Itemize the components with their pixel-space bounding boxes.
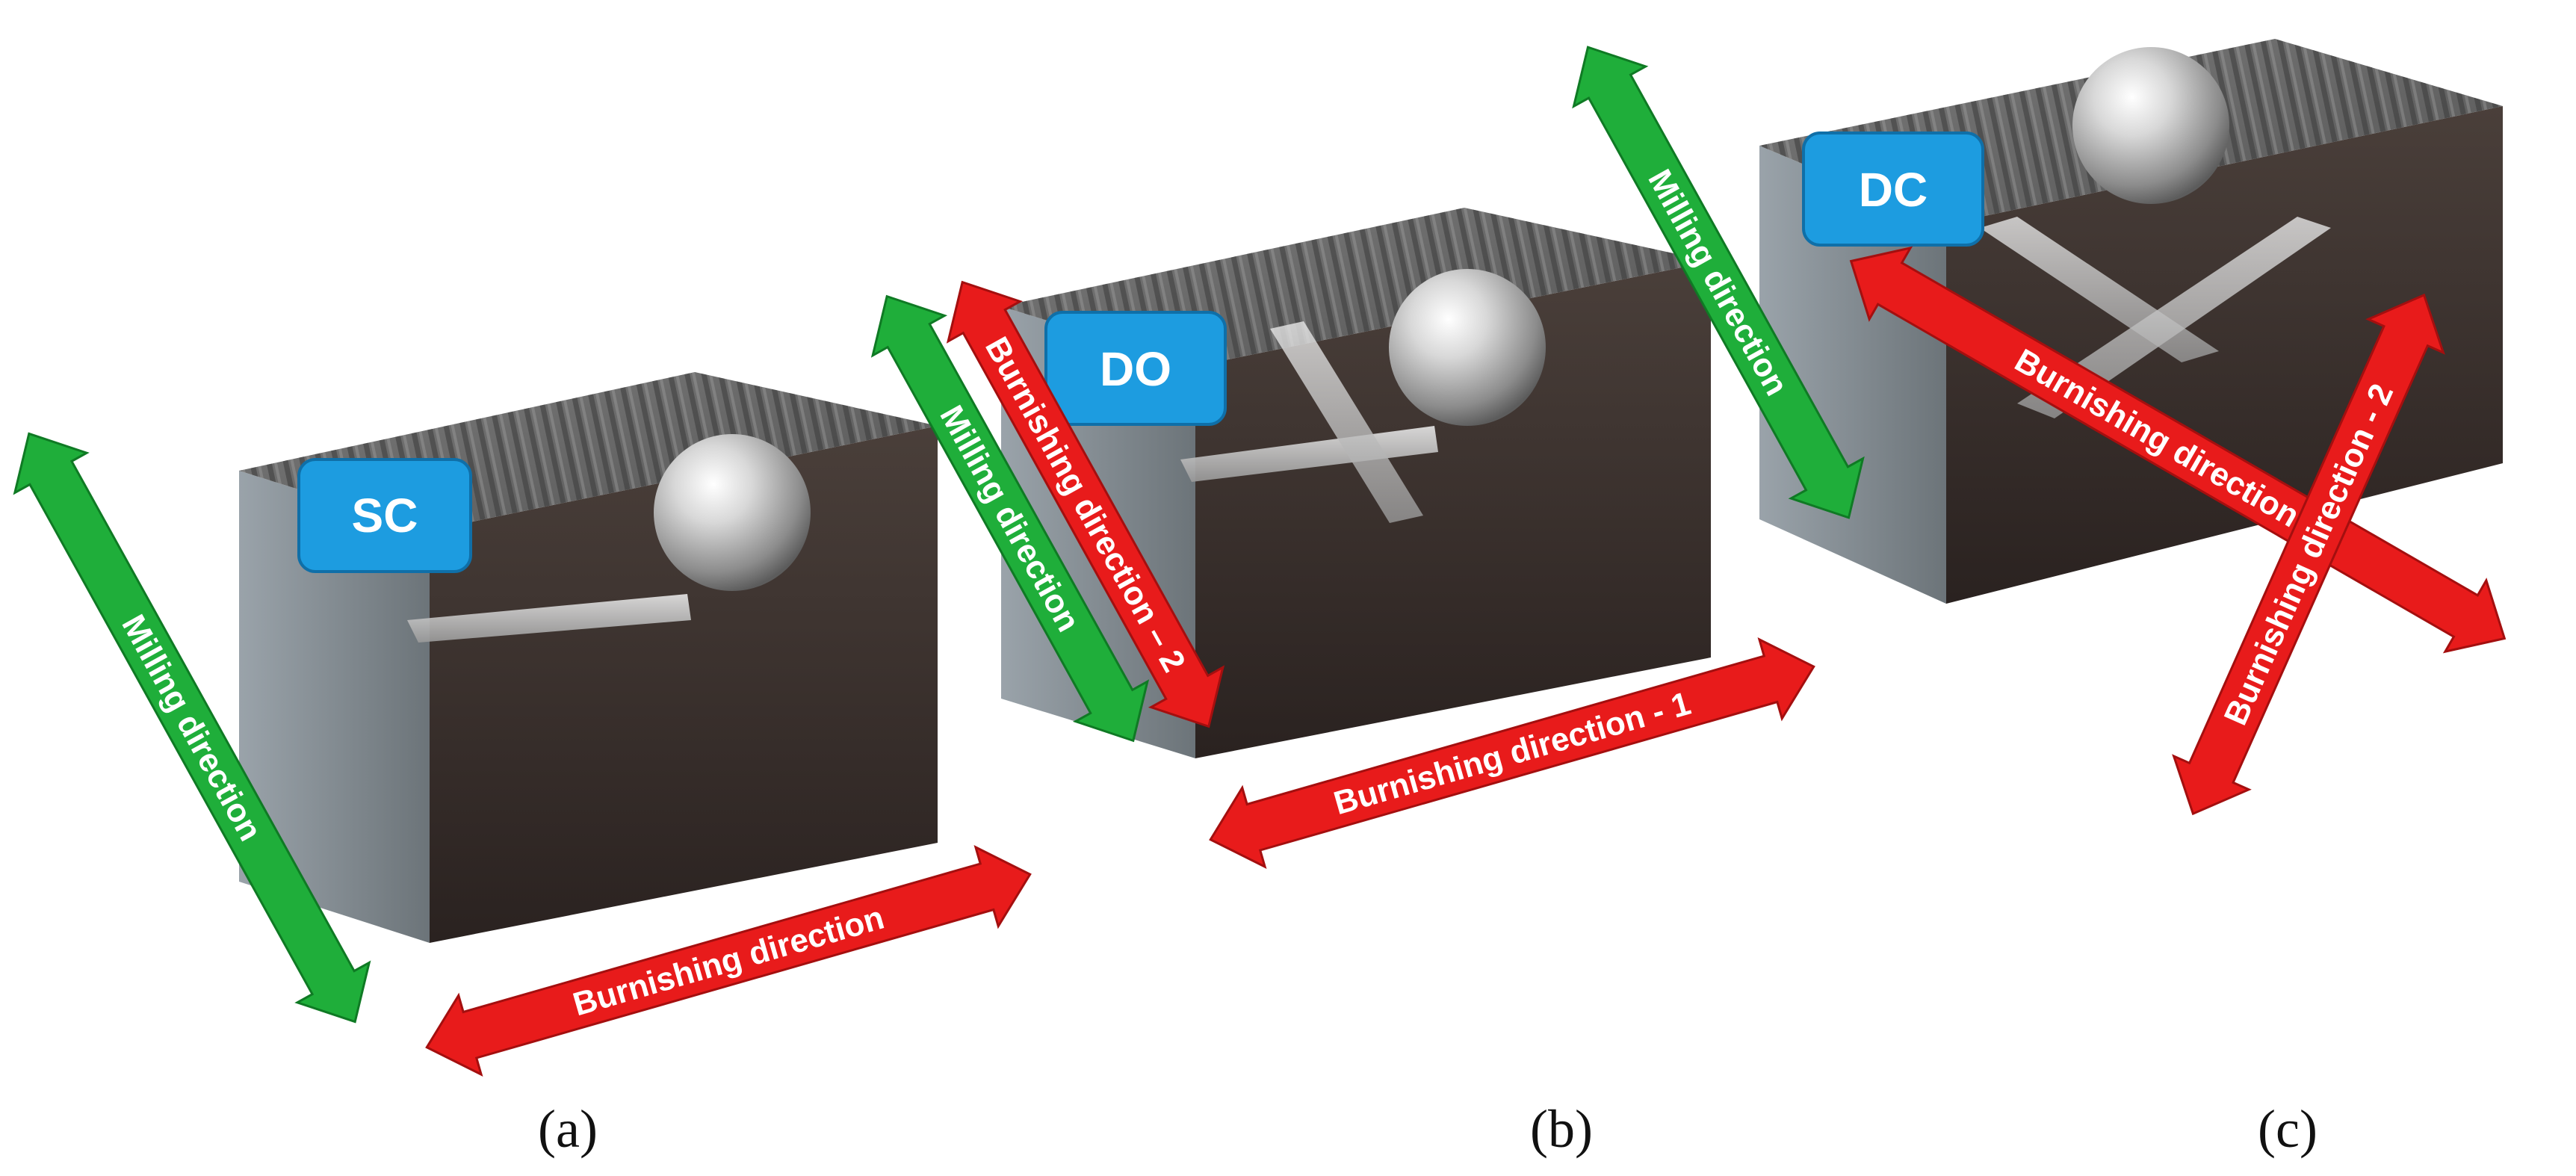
ball-tool [2072, 47, 2229, 204]
caption-c: (c) [2258, 1099, 2318, 1159]
burnished-track-2 [1270, 321, 1423, 523]
badge-dc: DC [1802, 131, 1984, 247]
panel-b: DO Milling direction Burnishing directio… [870, 208, 1815, 1159]
burnishing-arrow-a-label: Burnishing direction [569, 900, 888, 1024]
block-sc [239, 372, 938, 943]
caption-b: (b) [1530, 1099, 1593, 1159]
badge-do: DO [1044, 311, 1227, 426]
badge-sc-label: SC [352, 489, 418, 542]
panel-a: SC Milling direction Burnishing directio… [13, 372, 1032, 1159]
ball-tool [1389, 269, 1546, 426]
caption-a: (a) [538, 1099, 598, 1159]
burnished-track-2 [2017, 217, 2331, 418]
burnished-track [407, 594, 691, 643]
ball-tool [654, 434, 811, 591]
badge-do-label: DO [1100, 342, 1171, 396]
badge-sc: SC [297, 458, 472, 573]
badge-dc-label: DC [1859, 163, 1928, 217]
